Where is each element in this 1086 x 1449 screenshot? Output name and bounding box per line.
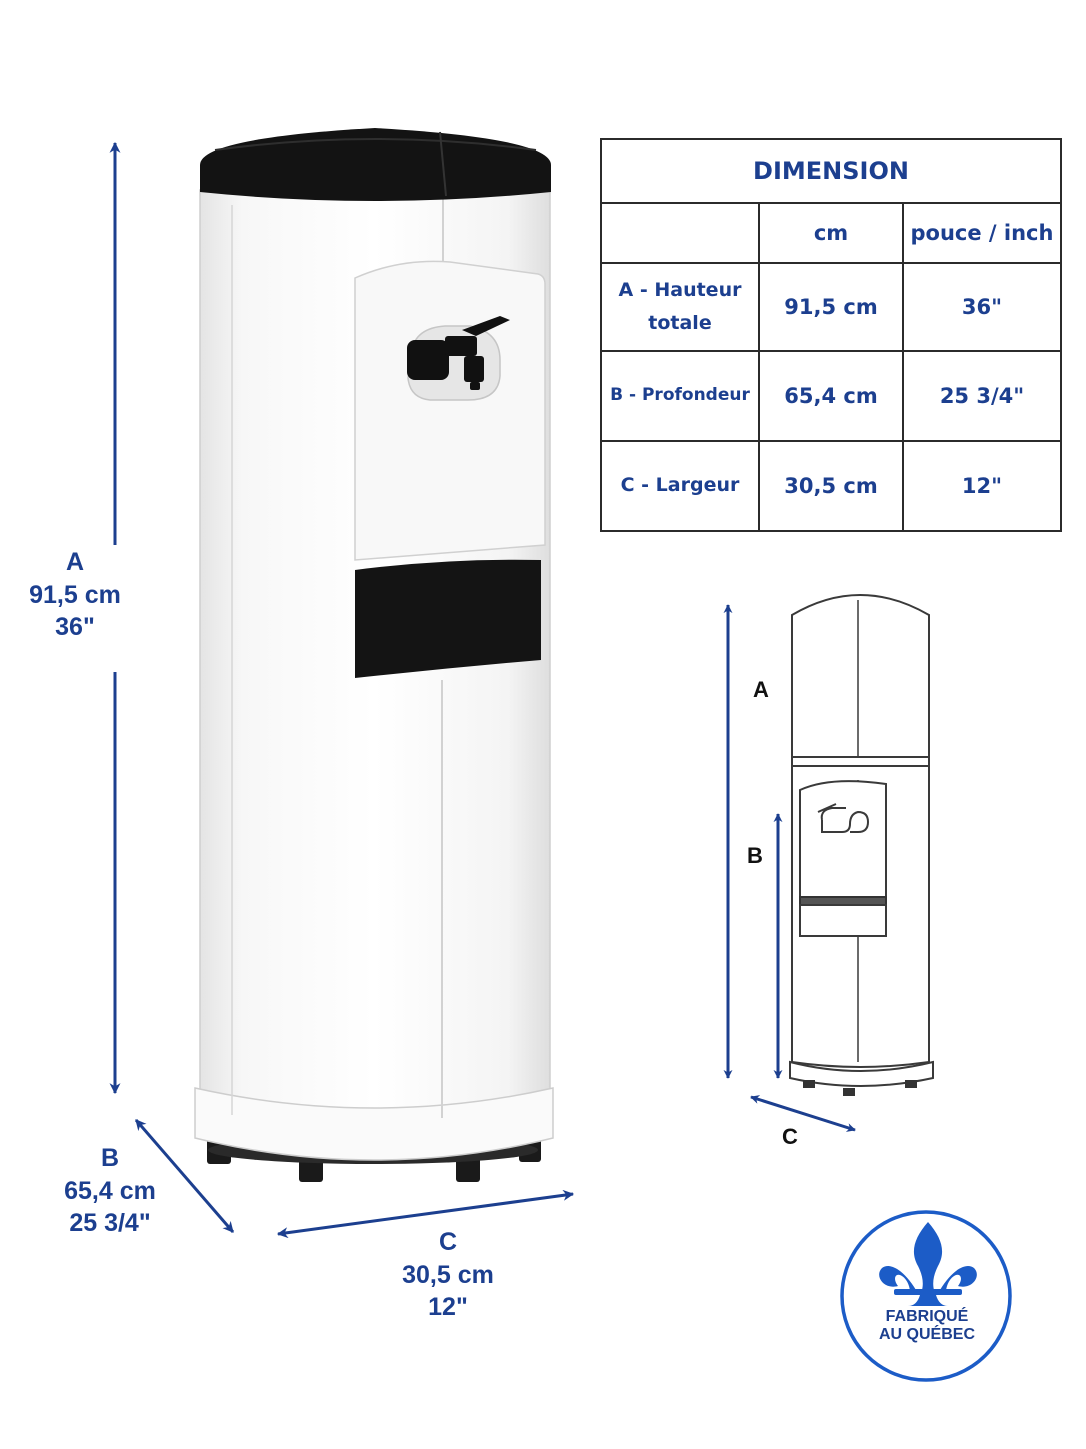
depth-arrow [134, 1119, 235, 1233]
row-label-line: totale [648, 312, 712, 334]
sketch-dimension-arrows [723, 604, 856, 1132]
row-cm: 30,5 cm [758, 440, 904, 532]
table-title: DIMENSION [600, 138, 1062, 204]
width-cm: 30,5 cm [402, 1260, 494, 1289]
water-cooler-sketch [789, 594, 934, 1096]
faucet-icon [407, 316, 510, 390]
sketch-height-label: A [753, 677, 769, 702]
badge-text: FABRIQUÉ AU QUÉBEC [846, 1308, 1008, 1345]
table-row: A - Hauteur totale 91,5 cm 36" [600, 262, 1062, 352]
row-cm: 91,5 cm [758, 262, 904, 352]
column-header [600, 202, 760, 264]
height-letter: A [65, 548, 85, 576]
sketch-depth-label: B [747, 843, 763, 868]
row-inch: 25 3/4" [902, 350, 1062, 442]
width-letter: C [438, 1228, 458, 1256]
cup-slot [355, 559, 541, 678]
badge-line: AU QUÉBEC [878, 1326, 975, 1344]
width-inch: 12" [428, 1293, 468, 1321]
water-cooler-photo [194, 128, 554, 1182]
fleur-de-lis-icon [879, 1222, 977, 1306]
row-inch: 36" [902, 262, 1062, 352]
table-header-row: cm pouce / inch [600, 202, 1062, 264]
depth-label: B 65,4 cm 25 3/4" [50, 1142, 170, 1240]
table-row: C - Largeur 30,5 cm 12" [600, 440, 1062, 532]
row-inch: 12" [902, 440, 1062, 532]
height-label: A 91,5 cm 36" [20, 546, 130, 644]
column-header-cm: cm [758, 202, 904, 264]
row-label-line: A - Hauteur [618, 278, 742, 301]
quebec-badge [840, 1210, 1012, 1382]
dispenser-panel [354, 260, 546, 561]
sketch-faucet-icon [817, 803, 870, 833]
column-header-inch: pouce / inch [902, 202, 1062, 264]
height-inch: 36" [55, 613, 95, 641]
row-label: C - Largeur [600, 440, 760, 532]
cooler-lid [200, 128, 551, 201]
width-arrow [276, 1189, 575, 1239]
dimension-table: DIMENSION cm pouce / inch A - Hauteur to… [600, 138, 1062, 532]
row-label: A - Hauteur totale [600, 262, 760, 352]
width-label: C 30,5 cm 12" [388, 1226, 508, 1324]
sketch-width-arrow [750, 1095, 856, 1132]
height-cm: 91,5 cm [29, 580, 121, 609]
depth-letter: B [100, 1144, 120, 1172]
sketch-width-label: C [782, 1124, 798, 1149]
badge-line: FABRIQUÉ [885, 1308, 969, 1325]
dimension-arrows [109, 141, 575, 1239]
cooler-base [194, 1087, 554, 1161]
row-cm: 65,4 cm [758, 350, 904, 442]
row-label: B - Profondeur [600, 350, 760, 442]
depth-cm: 65,4 cm [64, 1176, 156, 1205]
depth-inch: 25 3/4" [69, 1209, 151, 1237]
table-row: B - Profondeur 65,4 cm 25 3/4" [600, 350, 1062, 442]
